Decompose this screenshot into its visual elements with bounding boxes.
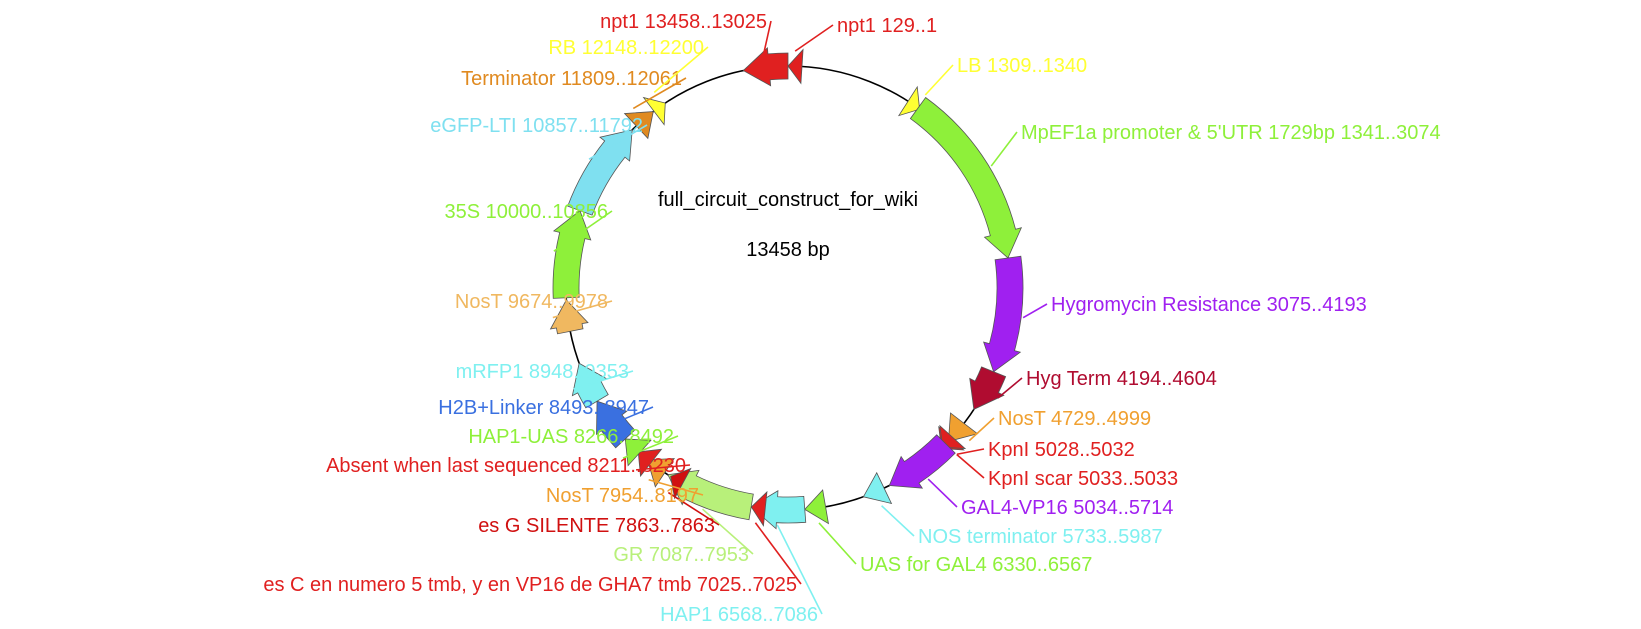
feature-label-npt1-b: npt1 129..1 — [837, 15, 937, 37]
feature-label-uas: UAS for GAL4 6330..6567 — [860, 554, 1092, 576]
feature-label-esg: es G SILENTE 7863..7863 — [478, 515, 715, 537]
feature-leader-mrfp1 — [573, 370, 634, 390]
feature-arrow-nost2 — [646, 458, 675, 488]
feature-arrow-rb — [642, 96, 666, 126]
feature-label-esc: es C en numero 5 tmb, y en VP16 de GHA7 … — [263, 574, 797, 596]
feature-leader-esg — [667, 491, 720, 526]
feature-leader-kpniscar — [956, 453, 985, 479]
feature-label-kpni: KpnI 5028..5032 — [988, 439, 1135, 461]
feature-label-h2b: H2B+Linker 8493..8947 — [438, 397, 649, 419]
feature-leader-mpef1a — [990, 131, 1018, 167]
feature-leader-hap1 — [776, 524, 823, 615]
feature-arrow-esc — [750, 490, 768, 527]
feature-label-gr: GR 7087..7953 — [613, 544, 749, 566]
feature-leader-kpni — [956, 448, 985, 456]
feature-label-hap1: HAP1 6568..7086 — [660, 604, 818, 626]
feature-label-nost3: NosT 9674..9978 — [455, 291, 608, 313]
feature-leader-nost2 — [648, 478, 704, 496]
feature-leader-hap1uas — [622, 435, 679, 459]
feature-arrow-term — [623, 111, 654, 140]
labels-layer: npt1 13458..13025 npt1 129..1 LB 1309..134… — [263, 11, 1440, 626]
feature-arrow-nosterm — [862, 471, 893, 505]
feature-label-egfp: eGFP-LTI 10857..11792 — [430, 115, 643, 137]
feature-arrow-h2b — [596, 400, 636, 449]
feature-arrow-egfp — [567, 129, 633, 216]
feature-label-mpef1a: MpEF1a promoter & 5'UTR 1729bp 1341..307… — [1021, 122, 1441, 144]
feature-label-rb: RB 12148..12200 — [548, 37, 704, 59]
feature-leader-absent — [635, 464, 691, 471]
feature-leader-nost3 — [552, 300, 613, 319]
feature-leader-gr — [701, 508, 754, 555]
feature-label-hap1uas: HAP1-UAS 8266..8492 — [468, 426, 674, 448]
feature-arrow-mrfp1 — [571, 362, 609, 409]
feature-arrow-35s — [552, 209, 592, 299]
feature-arrow-npt1-a — [742, 47, 789, 87]
feature-arrow-esg — [670, 467, 692, 500]
feature-leader-nost1 — [968, 417, 995, 442]
feature-leader-esc — [754, 522, 802, 585]
feature-label-nost2: NosT 7954..8197 — [546, 485, 699, 507]
feature-leader-hygterm — [997, 377, 1023, 399]
feature-arrow-uas — [804, 489, 829, 525]
plasmid-size: 13458 bp — [746, 239, 829, 261]
feature-leader-gal4vp16 — [927, 478, 958, 508]
feature-arrow-hygterm — [969, 366, 1007, 411]
feature-arrow-mpef1a — [909, 96, 1023, 259]
feature-arrow-npt1-b — [787, 48, 804, 85]
feature-label-kpniscar: KpnI scar 5033..5033 — [988, 468, 1178, 490]
feature-leader-nosterm — [881, 505, 915, 537]
feature-label-mrfp1: mRFP1 8948..9353 — [456, 361, 629, 383]
feature-arrow-hygr — [983, 255, 1024, 373]
feature-leader-rb — [653, 46, 709, 93]
feature-arrow-gr — [667, 469, 754, 521]
feature-leader-hygr — [1022, 303, 1048, 319]
feature-label-term: Terminator 11809..12061 — [461, 68, 682, 90]
feature-leader-npt1-a — [763, 20, 772, 53]
feature-leader-term — [632, 77, 687, 110]
feature-label-35s: 35S 10000..10856 — [445, 201, 609, 223]
feature-label-lb: LB 1309..1340 — [957, 55, 1087, 77]
feature-label-nosterm: NOS terminator 5733..5987 — [918, 526, 1163, 548]
feature-leader-uas — [818, 522, 857, 565]
feature-arrow-gal4vp16 — [888, 434, 956, 489]
feature-label-absent: Absent when last sequenced 8211..8230 — [326, 455, 686, 477]
feature-label-npt1-a: npt1 13458..13025 — [600, 11, 767, 33]
feature-leader-lb — [924, 64, 954, 96]
feature-leader-egfp — [588, 124, 648, 160]
feature-leader-h2b — [597, 406, 654, 431]
feature-label-hygr: Hygromycin Resistance 3075..4193 — [1051, 294, 1367, 316]
feature-label-gal4vp16: GAL4-VP16 5034..5714 — [961, 497, 1173, 519]
feature-label-hygterm: Hyg Term 4194..4604 — [1026, 368, 1217, 390]
feature-arrow-kpniscar — [939, 424, 967, 450]
feature-arrow-lb — [897, 85, 921, 117]
feature-arrow-nost1 — [948, 412, 979, 442]
feature-label-nost1: NosT 4729..4999 — [998, 408, 1151, 430]
feature-leader-35s — [553, 210, 613, 252]
feature-leader-npt1-b — [794, 24, 834, 52]
plasmid-name: full_circuit_construct_for_wiki — [658, 189, 918, 211]
